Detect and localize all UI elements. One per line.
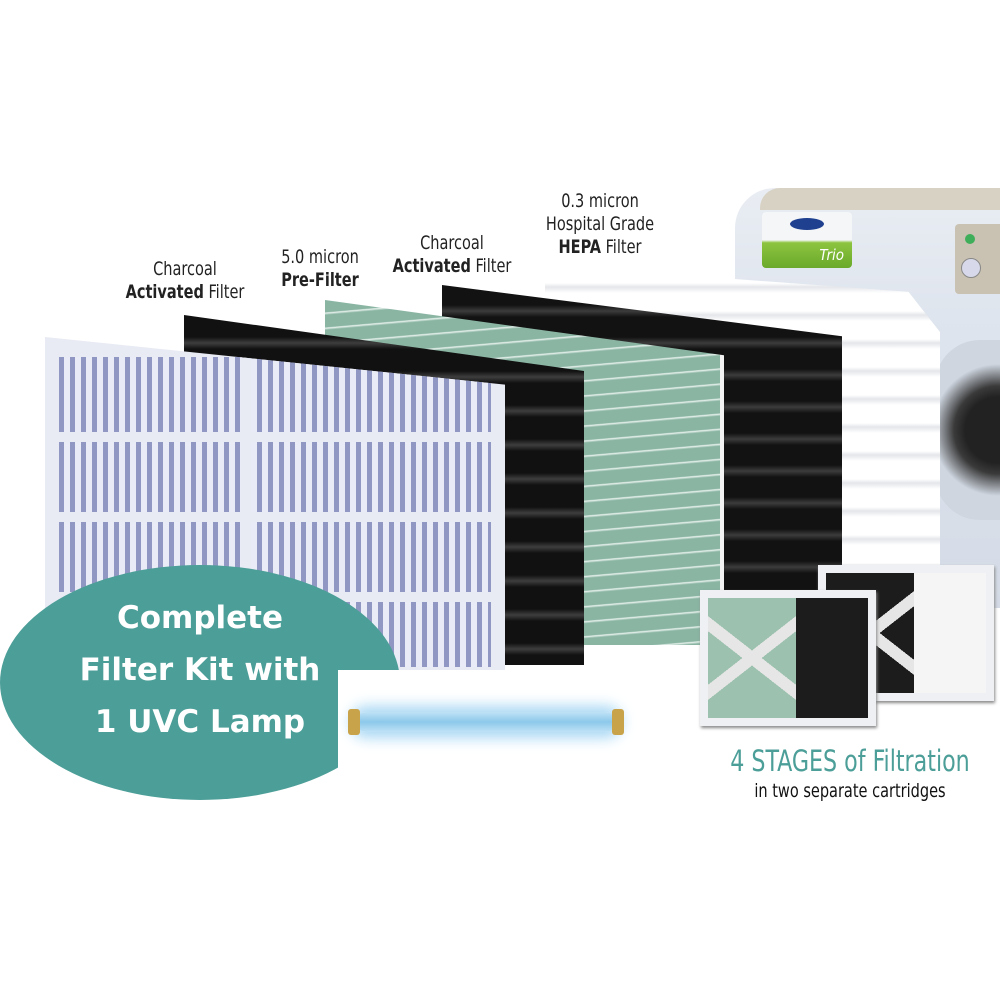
label-bold: HEPA	[558, 236, 602, 258]
cartridge-prefilter-charcoal	[700, 590, 876, 726]
label-rest: Filter	[203, 281, 245, 303]
promo-line: Filter Kit with	[79, 652, 321, 688]
label-rest: Filter	[601, 236, 642, 258]
promo-text: Complete Filter Kit with 1 UVC Lamp	[40, 592, 360, 748]
filter-label-charcoal-2: Charcoal Activated Filter	[384, 232, 520, 278]
label-line: 0.3 micron	[561, 190, 639, 212]
grille-bar	[45, 432, 505, 442]
promo-line: 1 UVC Lamp	[94, 704, 306, 740]
fan-icon	[935, 340, 1000, 520]
air-purifier-top	[760, 188, 1000, 210]
brand-logo-icon	[790, 218, 824, 230]
label-rest: Filter	[470, 255, 512, 277]
filter-label-charcoal-1: Charcoal Activated Filter	[117, 258, 253, 304]
lamp-cap-icon	[612, 709, 624, 735]
label-line: 5.0 micron	[281, 246, 359, 268]
label-line: Hospital Grade	[545, 213, 655, 235]
label-bold: Activated	[392, 255, 471, 277]
label-bold: Activated	[125, 281, 204, 303]
promo-oval	[0, 565, 400, 800]
control-knob-icon	[961, 258, 981, 278]
grille-bar	[241, 337, 251, 677]
brand-badge: Trio	[762, 212, 852, 268]
stages-title: 4 STAGES of Filtration	[730, 744, 970, 778]
filter-label-prefilter: 5.0 micron Pre-Filter	[261, 246, 380, 292]
stages-subtitle: in two separate cartridges	[754, 780, 946, 802]
lamp-cap-icon	[348, 709, 360, 735]
promo-line: Complete	[116, 600, 284, 636]
label-line: Charcoal	[153, 258, 217, 280]
uvc-lamp	[348, 709, 624, 735]
control-panel	[955, 224, 1000, 294]
label-bold: Pre-Filter	[281, 269, 359, 291]
label-line: Charcoal	[420, 232, 484, 254]
brand-badge-text: Trio	[819, 246, 844, 264]
filter-label-hepa: 0.3 micron Hospital Grade HEPA Filter	[532, 190, 668, 259]
cartridge-frame-cross	[708, 598, 796, 718]
grille-bar	[45, 512, 505, 522]
led-indicator-icon	[965, 234, 975, 244]
